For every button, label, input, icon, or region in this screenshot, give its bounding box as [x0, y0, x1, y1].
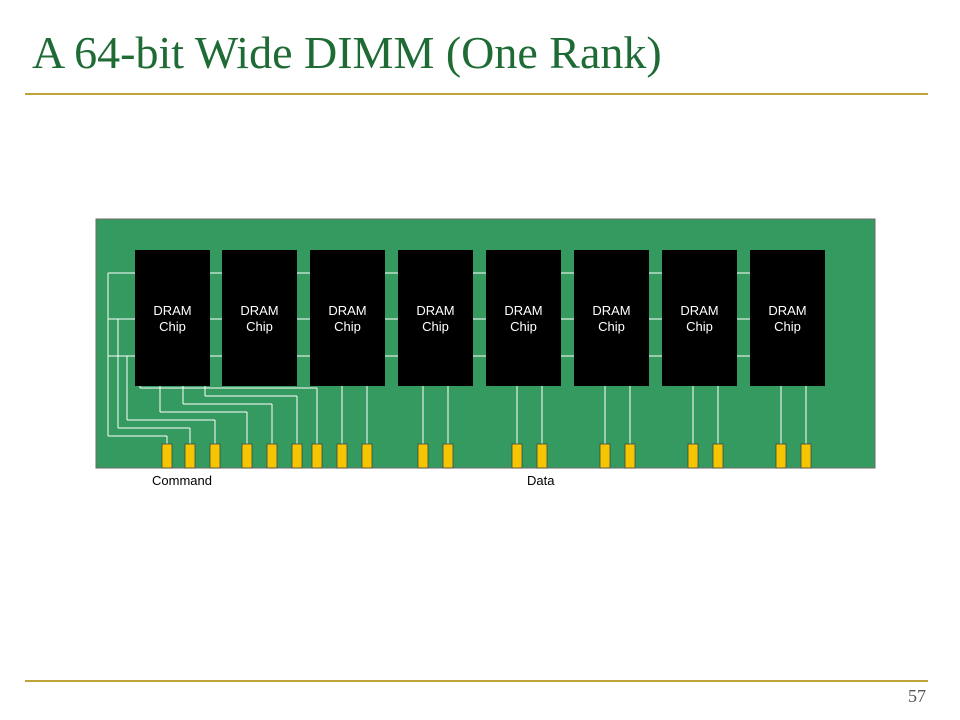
edge-connector-pin [336, 443, 348, 469]
data-pins-label: Data [527, 473, 555, 488]
title-divider [25, 93, 928, 95]
dram-chip [310, 250, 385, 386]
data-traces [341, 386, 807, 445]
dram-chip [135, 250, 210, 386]
page-number: 57 [908, 686, 926, 706]
dram-chip-label: Chip [774, 319, 801, 334]
edge-connector-pin [775, 443, 787, 469]
dram-chip-label: Chip [686, 319, 713, 334]
edge-connector-pin [442, 443, 454, 469]
dram-chip [398, 250, 473, 386]
edge-connector-pin [417, 443, 429, 469]
edge-connector-pins [161, 443, 812, 469]
edge-connector-pin [184, 443, 196, 469]
dram-chip-label: Chip [422, 319, 449, 334]
dram-chip-label: DRAM [416, 303, 454, 318]
dram-chip-label: DRAM [768, 303, 806, 318]
edge-connector-pin [241, 443, 253, 469]
dram-chip-label: Chip [334, 319, 361, 334]
dram-chip-label: Chip [598, 319, 625, 334]
dram-chip-label: DRAM [592, 303, 630, 318]
edge-connector-pin [161, 443, 173, 469]
command-traces [107, 272, 750, 445]
dram-chip-label: Chip [246, 319, 273, 334]
dram-chip-label: DRAM [328, 303, 366, 318]
edge-connector-pin [209, 443, 221, 469]
footer-divider [25, 680, 928, 682]
command-pins-label: Command [152, 473, 212, 488]
dram-chip-label: DRAM [680, 303, 718, 318]
dram-chip [486, 250, 561, 386]
edge-connector-pin [311, 443, 323, 469]
edge-connector-pin [511, 443, 523, 469]
edge-connector-pin [712, 443, 724, 469]
dram-chip [222, 250, 297, 386]
dram-chip-label: Chip [510, 319, 537, 334]
dram-chip [574, 250, 649, 386]
edge-connector-pin [291, 443, 303, 469]
dram-chip [750, 250, 825, 386]
edge-connector-pin [800, 443, 812, 469]
edge-connector-pin [599, 443, 611, 469]
dram-chips: DRAMChipDRAMChipDRAMChipDRAMChipDRAMChip… [135, 250, 825, 386]
dram-chip-label: DRAM [240, 303, 278, 318]
dram-chip [662, 250, 737, 386]
slide-title: A 64-bit Wide DIMM (One Rank) [32, 27, 662, 78]
edge-connector-pin [266, 443, 278, 469]
dram-chip-label: DRAM [504, 303, 542, 318]
edge-connector-pin [624, 443, 636, 469]
edge-connector-pin [687, 443, 699, 469]
edge-connector-pin [536, 443, 548, 469]
edge-connector-pin [361, 443, 373, 469]
dram-chip-label: Chip [159, 319, 186, 334]
dram-chip-label: DRAM [153, 303, 191, 318]
